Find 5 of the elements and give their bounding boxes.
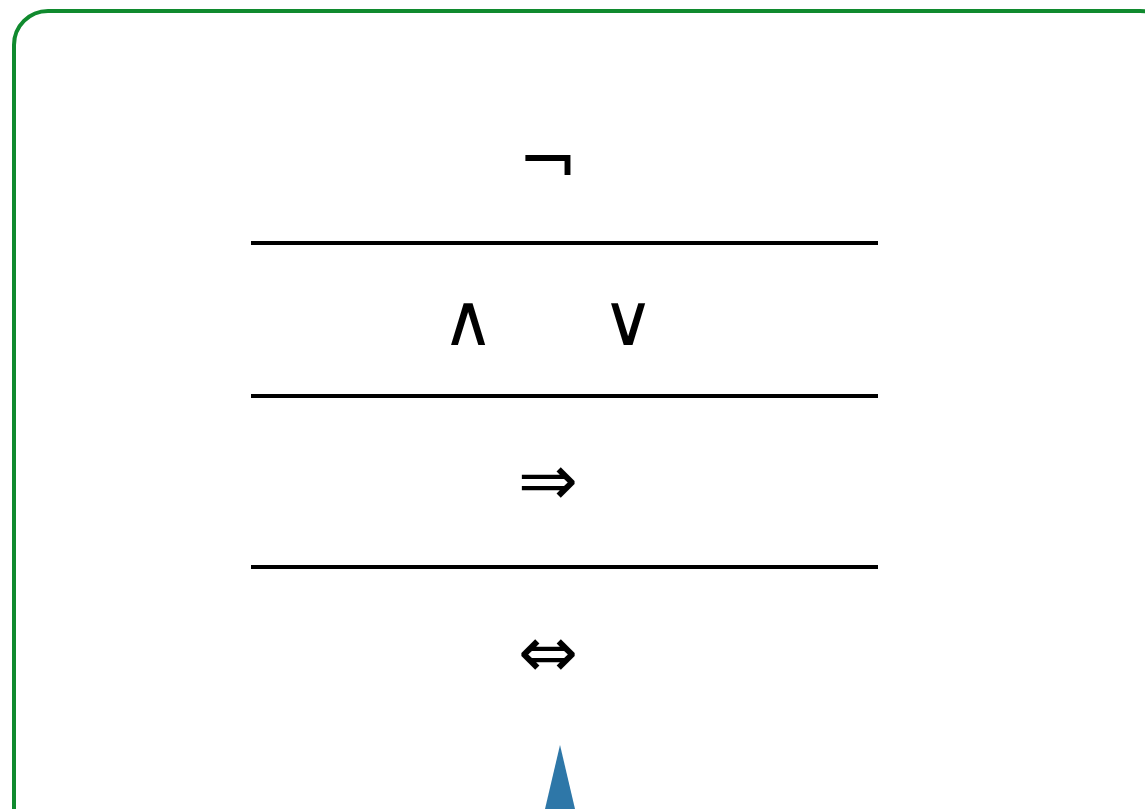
operator-symbol: ∧ (441, 284, 495, 356)
operator-symbol: ¬ (517, 124, 579, 196)
operator-symbol: ∨ (601, 284, 655, 356)
operator-symbol: ⇔ (517, 616, 579, 688)
operator-symbol: ⇒ (517, 444, 579, 516)
